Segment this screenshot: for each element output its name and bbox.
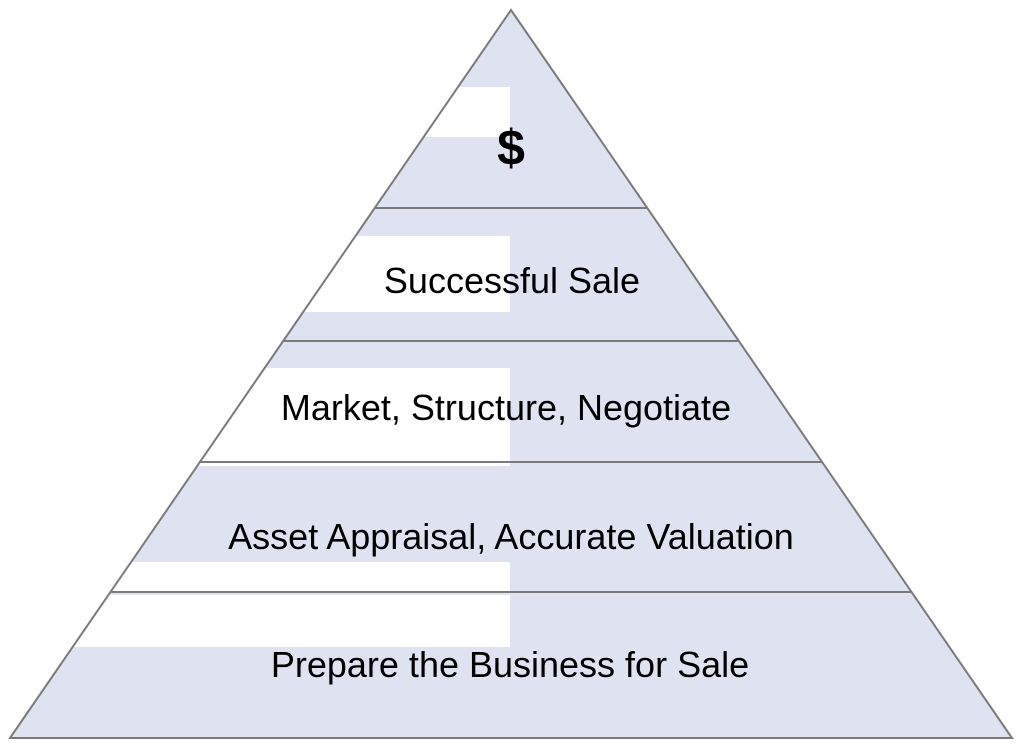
pyramid-body bbox=[10, 10, 1012, 738]
tier-5-label: Prepare the Business for Sale bbox=[271, 644, 749, 685]
tier-3-label: Market, Structure, Negotiate bbox=[281, 387, 731, 428]
tier-dividers bbox=[111, 207, 911, 593]
tier-2-label: Successful Sale bbox=[384, 260, 640, 301]
tier-1-label: $ bbox=[497, 120, 525, 176]
tier-4-label: Asset Appraisal, Accurate Valuation bbox=[228, 516, 794, 557]
pyramid-outline bbox=[8, 8, 1014, 739]
